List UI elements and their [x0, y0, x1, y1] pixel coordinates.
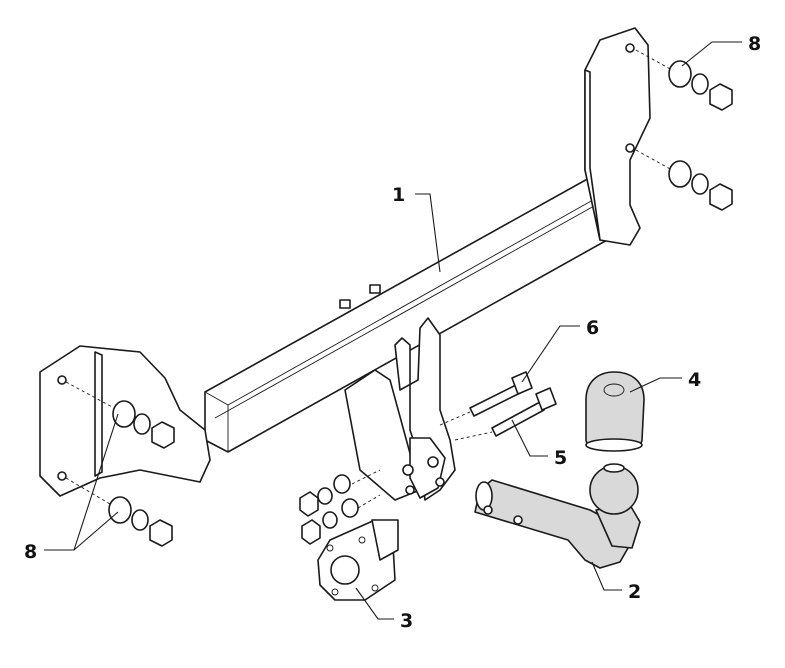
right-fasteners	[635, 49, 733, 211]
leader-3	[355, 587, 394, 620]
callout-8-right: 8	[748, 33, 761, 55]
callout-2: 2	[628, 581, 641, 603]
center-mount-plate	[344, 317, 456, 501]
leader-6	[521, 325, 580, 383]
bolt-lower	[491, 387, 557, 437]
callout-5: 5	[554, 447, 567, 469]
callout-8-left: 8	[24, 541, 37, 563]
right-bracket	[584, 27, 651, 246]
leader-2	[591, 561, 622, 591]
callout-3: 3	[400, 610, 413, 632]
callout-1: 1	[392, 184, 405, 206]
bolt-upper	[469, 371, 533, 417]
leader-8-right	[681, 41, 742, 67]
callout-4: 4	[688, 369, 701, 391]
leader-5	[511, 419, 548, 457]
center-fasteners	[299, 469, 381, 545]
leader-4	[629, 377, 682, 393]
leader-8-left-b	[73, 511, 119, 551]
electrical-plate-part	[317, 519, 399, 601]
ball-neck-part	[474, 479, 641, 569]
left-fasteners	[65, 381, 175, 547]
ball-cap-part	[585, 371, 645, 515]
leader-1	[415, 193, 441, 273]
callout-6: 6	[586, 317, 599, 339]
